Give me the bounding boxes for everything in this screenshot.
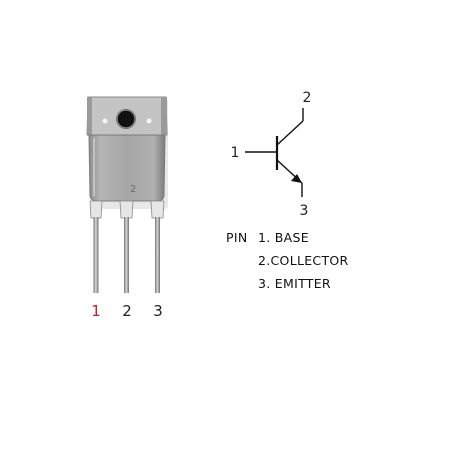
tab-dot-right bbox=[146, 118, 152, 124]
lead-2 bbox=[124, 217, 129, 293]
legend-item-emitter: 3. EMITTER bbox=[258, 276, 331, 291]
symbol-collector-label: 2 bbox=[303, 90, 312, 106]
leads bbox=[93, 217, 160, 293]
lead-shoulder-1 bbox=[89, 200, 103, 219]
symbol-base-label: 1 bbox=[231, 145, 240, 161]
symbol-emitter-label: 3 bbox=[300, 203, 309, 219]
lead-shoulder-2 bbox=[119, 200, 134, 219]
lead-3 bbox=[155, 217, 160, 293]
lead-label-1: 1 bbox=[91, 302, 101, 320]
lead-shoulder-3 bbox=[150, 200, 165, 219]
package-mark: 2 bbox=[130, 184, 136, 195]
legend-item-collector: 2.COLLECTOR bbox=[258, 253, 349, 268]
package-body bbox=[88, 134, 166, 202]
lead-label-2: 2 bbox=[122, 302, 132, 320]
legend-item-base: 1. BASE bbox=[258, 230, 309, 245]
mounting-hole-ring bbox=[116, 109, 136, 129]
tab-notch-left bbox=[87, 97, 92, 135]
lead-shoulders bbox=[89, 200, 165, 219]
tab-dot-left bbox=[102, 118, 108, 124]
tab-notch-right bbox=[161, 97, 167, 135]
npn-transistor-symbol bbox=[245, 108, 304, 197]
legend-prefix: PIN bbox=[226, 230, 247, 245]
pin-legend: PIN 1. BASE 2.COLLECTOR 3. EMITTER bbox=[226, 230, 349, 291]
mounting-hole bbox=[117, 110, 135, 128]
lead-1 bbox=[93, 217, 99, 293]
transistor-package: 2 1 2 3 bbox=[86, 96, 168, 320]
lead-label-3: 3 bbox=[153, 302, 163, 320]
emitter-arrow-icon bbox=[291, 174, 302, 183]
collector-diagonal bbox=[276, 120, 304, 146]
